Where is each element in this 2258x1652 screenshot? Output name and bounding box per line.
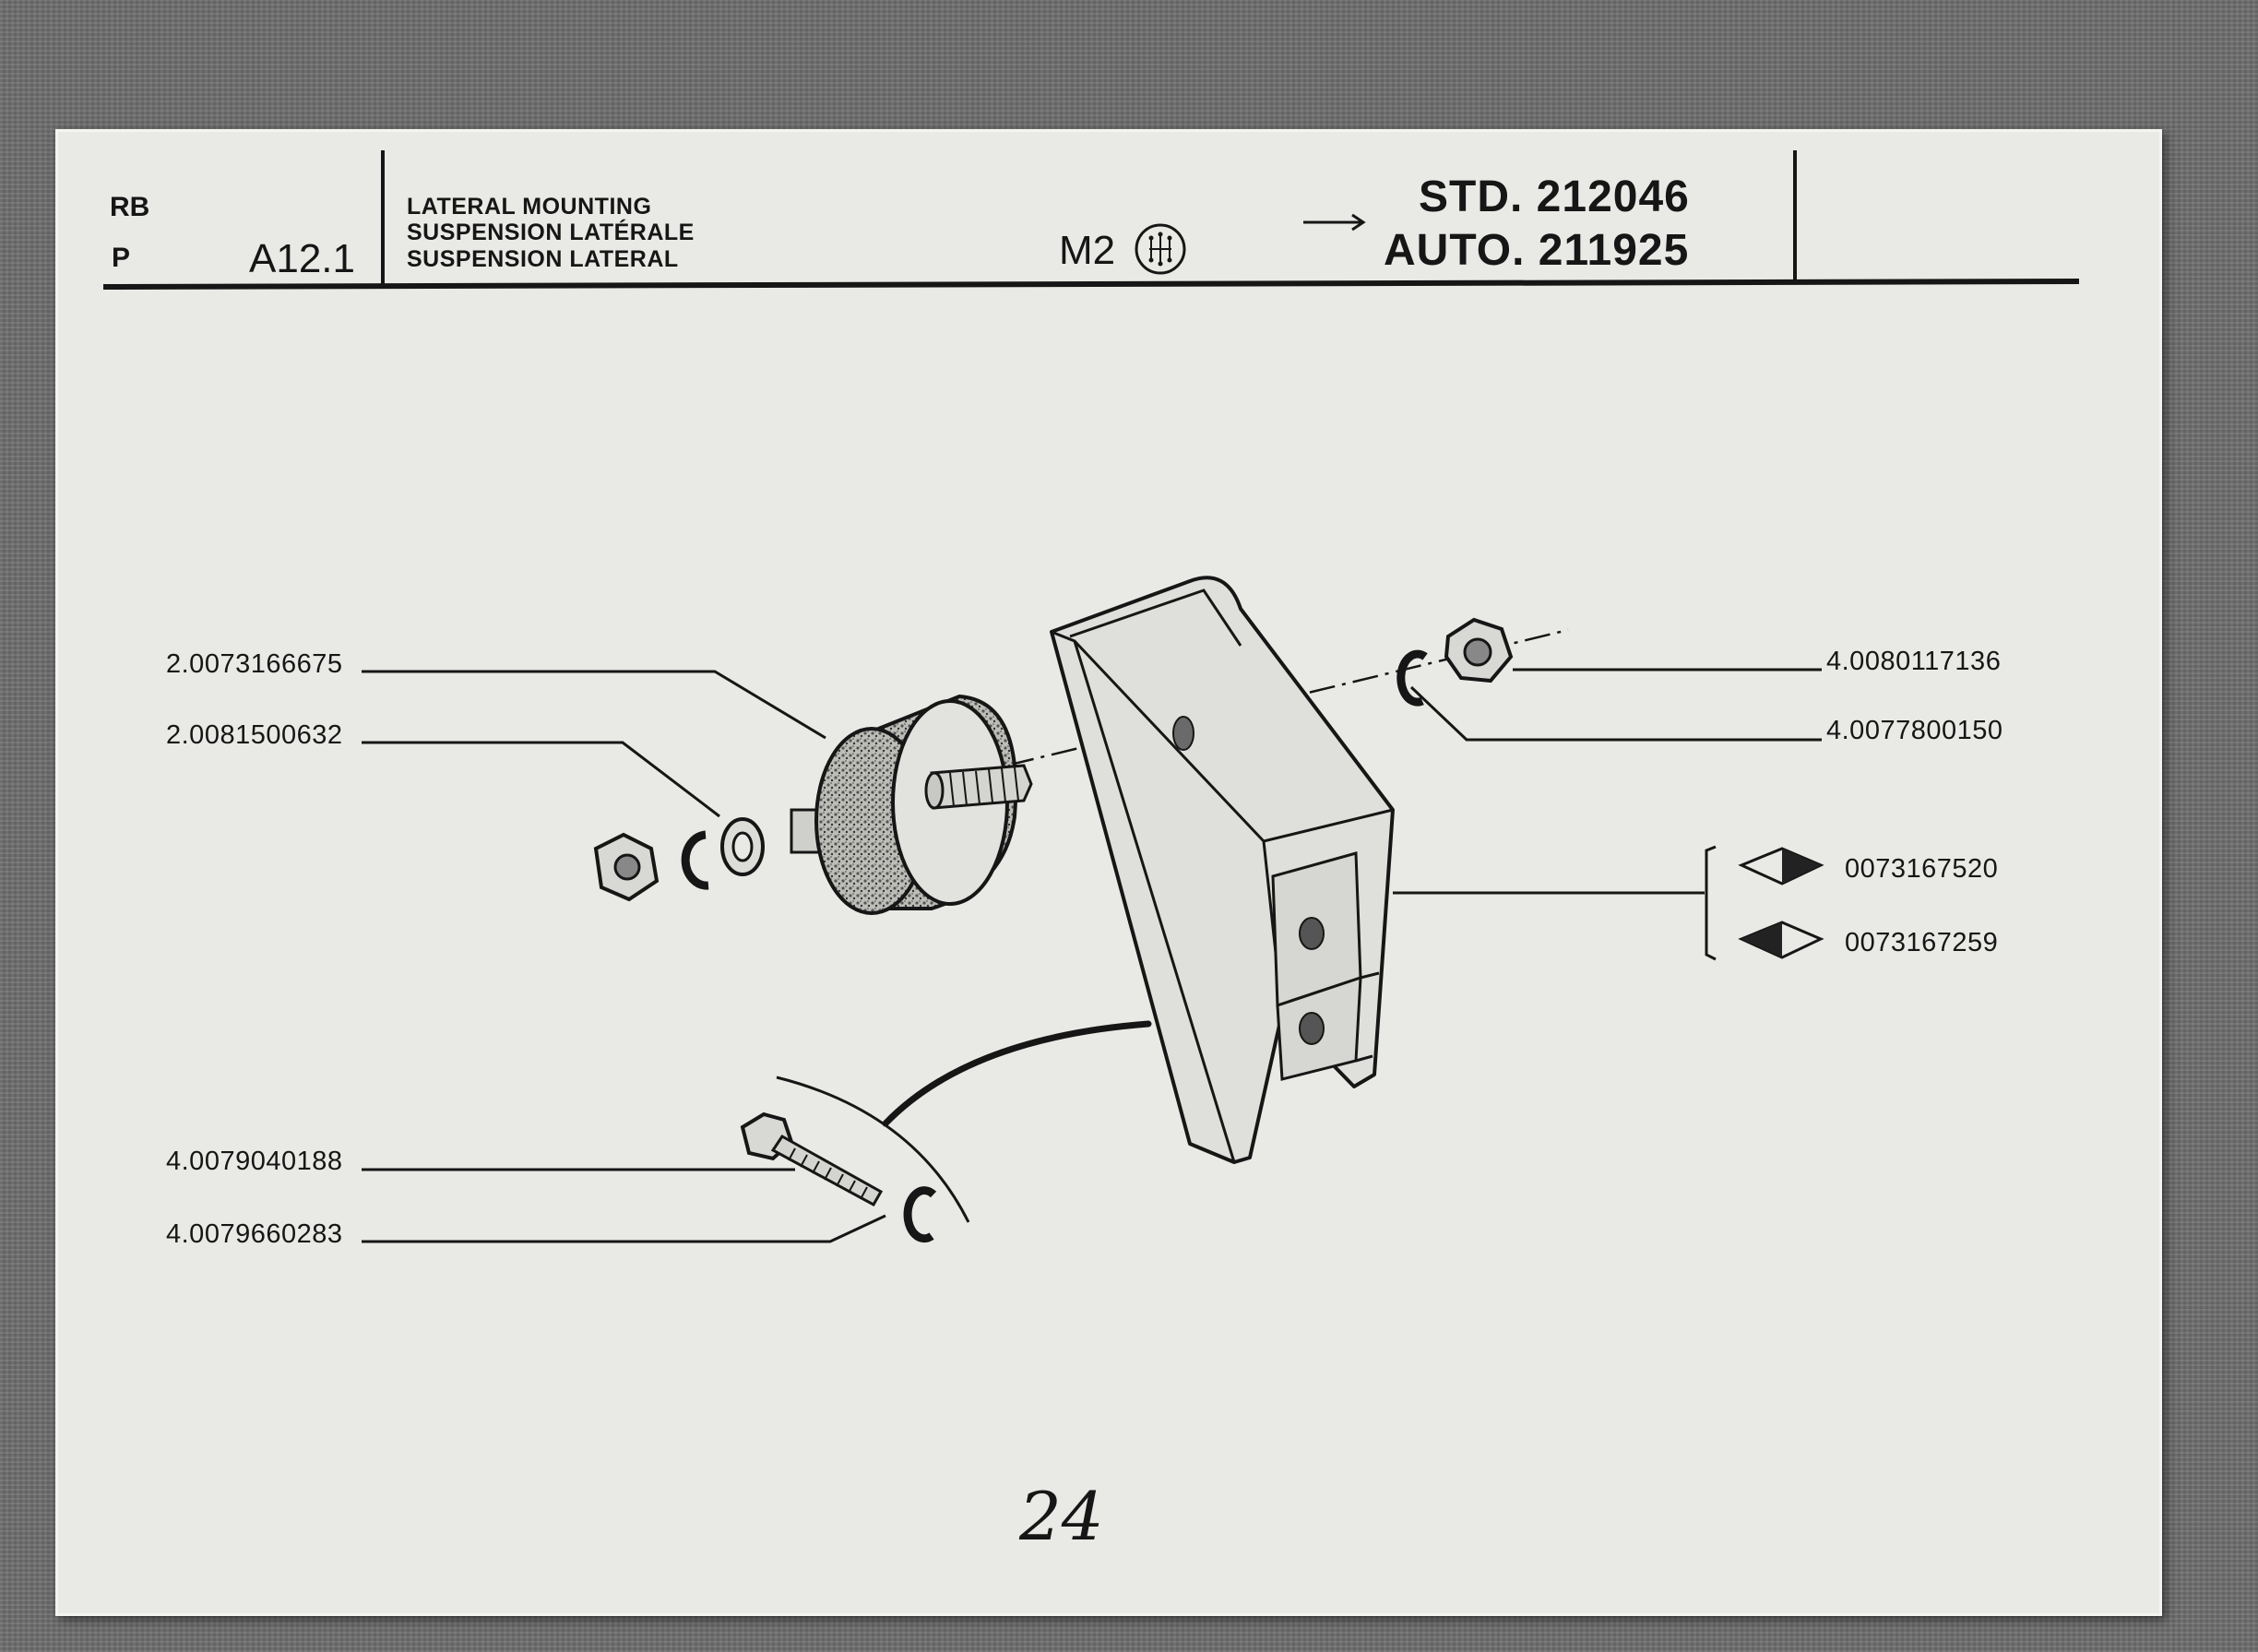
rubber-mount (790, 694, 1033, 915)
header-divider-1 (381, 150, 385, 284)
header-divider-2 (1793, 150, 1797, 284)
part-label-bracket-left: 0073167259 (1845, 928, 1999, 957)
leader-nut-lock-washer (1409, 685, 1822, 742)
part-label-flat-washer: 2.0081500632 (166, 720, 343, 750)
title-es: SUSPENSION LATERAL (407, 246, 679, 272)
leader-bolt-lock-washer (362, 1214, 886, 1243)
part-label-hex-bolt: 4.0079040188 (166, 1147, 343, 1176)
section-code: A12.1 (249, 236, 355, 281)
part-label-bracket-right: 0073167520 (1845, 854, 1999, 884)
leader-lines (362, 668, 1822, 1243)
part-label-hex-nut: 4.0080117136 (1826, 647, 2002, 676)
header-code-bottom: P (112, 243, 131, 273)
chassis-outline (776, 1020, 1152, 1223)
model-code: M2 (1059, 228, 1116, 273)
bracket-brace (1705, 845, 1717, 961)
title-fr: SUSPENSION LATÉRALE (407, 220, 695, 245)
left-lock-washer (681, 830, 709, 890)
arrow-right-icon (1303, 213, 1366, 232)
bolt-lock-washer (903, 1186, 937, 1243)
part-label-nut-lock-washer: 4.0077800150 (1826, 716, 2003, 745)
right-hex-nut (1444, 617, 1514, 683)
flat-washer (720, 817, 765, 876)
catalog-sheet (55, 129, 2162, 1616)
auto-number: AUTO. 211925 (1384, 226, 1690, 275)
header-code-top: RB (110, 192, 150, 222)
header-rule (102, 279, 2080, 290)
left-hex-nut (593, 832, 660, 902)
gear-shift-pattern-icon (1135, 223, 1186, 275)
page-number: 24 (1019, 1478, 1104, 1555)
diamond-variant-icon (1738, 847, 1824, 959)
right-lock-washer (1396, 649, 1428, 707)
part-label-rubber-mount: 2.0073166675 (166, 649, 343, 679)
lateral-mount-bracket (1050, 576, 1395, 1164)
leader-flat-washer (362, 741, 720, 818)
part-label-bolt-lock-washer: 4.0079660283 (166, 1219, 343, 1249)
std-number: STD. 212046 (1419, 172, 1690, 221)
leader-rubber-mount (362, 670, 826, 740)
hex-bolt (740, 1111, 884, 1207)
title-en: LATERAL MOUNTING (407, 194, 652, 220)
